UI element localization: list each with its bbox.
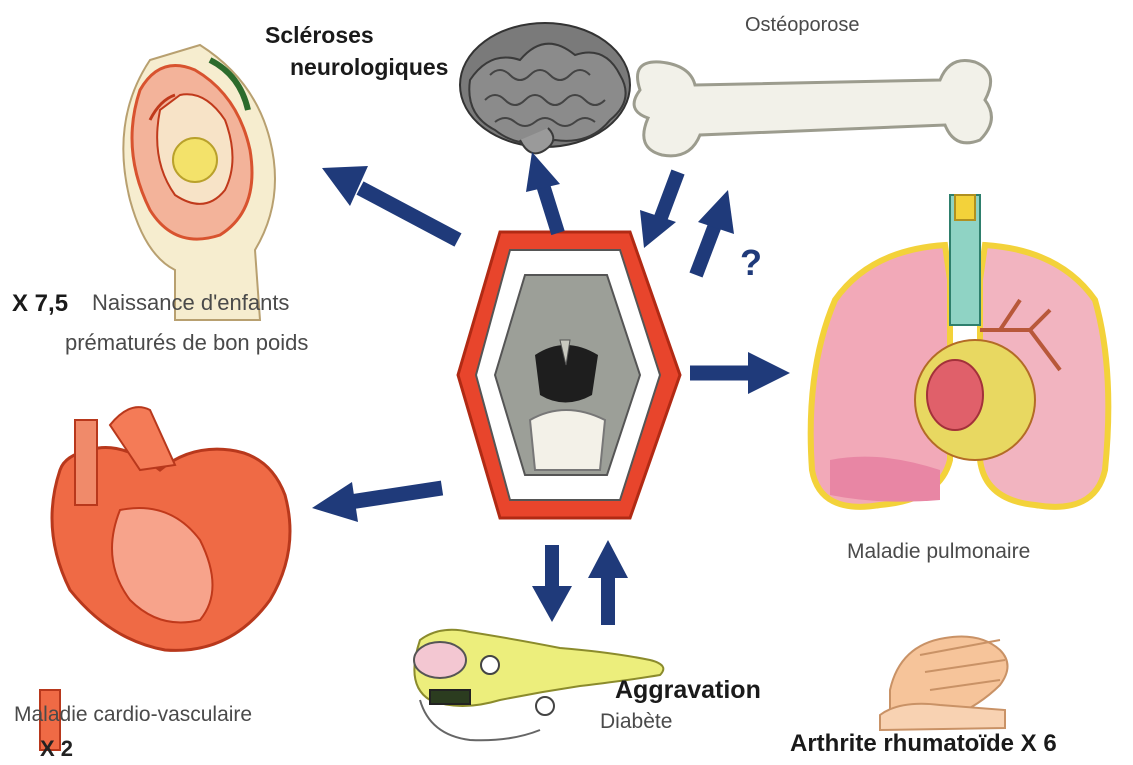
- arrow-to-diabetes: [532, 586, 572, 622]
- diabetes-label: Diabète: [600, 710, 672, 734]
- diabetes-aggravation-label: Aggravation: [615, 676, 761, 705]
- pulmonary-label: Maladie pulmonaire: [847, 540, 1030, 564]
- arrow-to-lungs: [748, 352, 790, 394]
- osteo-label: Ostéoporose: [745, 14, 860, 37]
- arrow-to-bone: [698, 190, 734, 234]
- fetus-uterus-icon: [123, 45, 275, 320]
- heart-icon: [40, 407, 290, 750]
- cardio-label: Maladie cardio-vasculaire: [14, 703, 252, 727]
- arrow-from-diabetes: [588, 540, 628, 578]
- brain-icon: [460, 23, 630, 153]
- bone-icon: [634, 60, 991, 155]
- neuro-label-line2: neurologiques: [290, 54, 448, 81]
- question-mark: ?: [740, 242, 762, 284]
- neuro-label-line1: Scléroses: [265, 22, 374, 49]
- arrow-to-brain: [526, 152, 560, 192]
- hands-icon: [880, 637, 1008, 731]
- cardio-factor: X 2: [40, 736, 73, 762]
- arrow-to-heart: [312, 482, 358, 522]
- arthritis-label: Arthrite rhumatoïde X 6: [790, 730, 1057, 758]
- open-mouth-icon: [458, 232, 680, 518]
- lungs-icon: [811, 195, 1109, 507]
- preterm-factor: X 7,5: [12, 290, 68, 318]
- preterm-label-line2: prématurés de bon poids: [65, 330, 308, 356]
- preterm-label-line1: Naissance d'enfants: [92, 290, 289, 316]
